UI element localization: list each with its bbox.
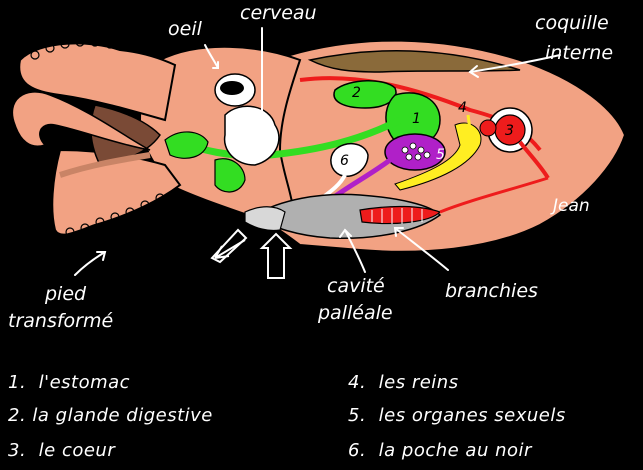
eye-pupil	[220, 81, 244, 95]
label-coquille-line1: coquille	[535, 12, 609, 34]
water-flow-arrows	[210, 228, 293, 279]
legend-text: l'estomac	[38, 372, 131, 393]
label-oeil: oeil	[168, 18, 202, 40]
legend-num: 6.	[348, 440, 367, 461]
organ-number-4: 4	[458, 100, 467, 116]
arm-suckers	[30, 37, 165, 237]
legend-item-2: 2. la glande digestive	[8, 405, 213, 426]
label-coquille-line2: interne	[545, 42, 614, 64]
legend-item-5: 5. les organes sexuels	[348, 405, 566, 426]
siphon	[244, 206, 286, 232]
legend-item-3: 3. le coeur	[8, 440, 115, 461]
legend-text: la glande digestive	[32, 405, 213, 426]
buccal-mass	[164, 131, 209, 159]
label-cavite-line1: cavité	[327, 275, 385, 297]
legend-text: le coeur	[38, 440, 116, 461]
organ-number-3: 3	[505, 123, 514, 139]
mantle-cavity	[253, 193, 442, 240]
legend-num: 5.	[348, 405, 367, 426]
legend-num: 3.	[8, 440, 27, 461]
legend-item-6: 6. la poche au noir	[348, 440, 532, 461]
arms-upper	[18, 42, 177, 122]
label-pied-line2: transformé	[8, 310, 114, 332]
branchial-heart	[479, 119, 497, 137]
legend-num: 2.	[8, 405, 27, 426]
internal-shell	[307, 49, 521, 73]
legend-item-4: 4. les reins	[348, 372, 459, 393]
gill-lamellae	[371, 208, 423, 224]
sexual-organs	[384, 133, 446, 171]
legend-text: les reins	[378, 372, 459, 393]
label-cerveau: cerveau	[240, 2, 317, 24]
tentacle-stalk	[59, 152, 151, 178]
label-branchies: branchies	[445, 280, 538, 302]
kidneys	[394, 122, 482, 191]
ink-sac	[330, 143, 369, 177]
organ-number-1: 1	[412, 111, 421, 127]
legend-item-1: 1. l'estomac	[8, 372, 130, 393]
branchial-vessel	[439, 176, 549, 214]
legend-num: 1.	[8, 372, 27, 393]
organ-number-6: 6	[340, 153, 349, 169]
gills	[359, 205, 442, 225]
salivary-gland	[214, 158, 246, 193]
digestive-gland	[333, 80, 397, 109]
label-signature: Jean	[553, 196, 590, 216]
label-cavite-line2: palléale	[318, 302, 393, 324]
legend-text: la poche au noir	[378, 440, 532, 461]
organ-number-tags: 2 1 3 6 5 4	[340, 85, 514, 169]
legend-text: les organes sexuels	[378, 405, 566, 426]
renal-duct	[466, 114, 472, 131]
label-pied-line1: pied	[45, 283, 87, 305]
legend-num: 4.	[348, 372, 367, 393]
organ-number-2: 2	[352, 85, 361, 101]
brain	[223, 105, 280, 166]
organ-number-5: 5	[436, 147, 445, 163]
eggs	[401, 142, 431, 161]
tentacle	[11, 91, 151, 151]
label-pointers	[74, 27, 561, 276]
heart-vessel	[518, 140, 550, 180]
